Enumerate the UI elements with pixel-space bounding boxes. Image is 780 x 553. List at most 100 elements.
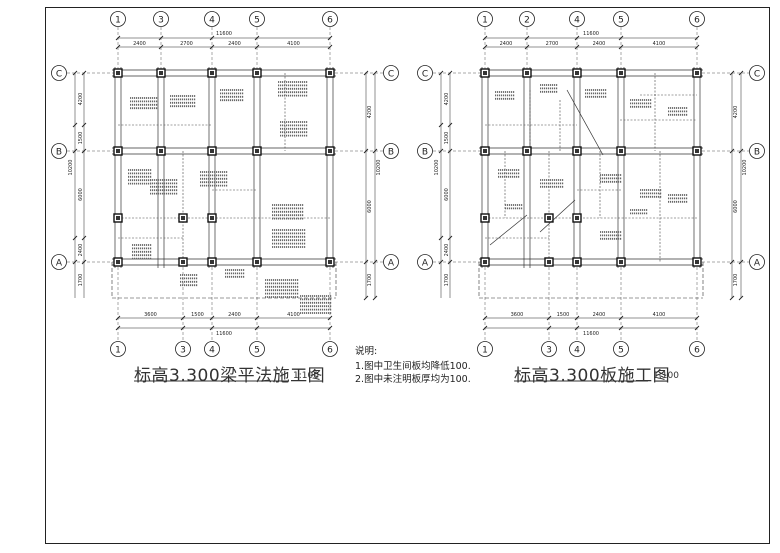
dim-tick: [694, 44, 700, 50]
right-top-axis-6-label: 6: [694, 15, 700, 25]
dim-tick: [482, 44, 488, 50]
right-right-axis-C-label: C: [754, 69, 760, 79]
dim-tick: [254, 315, 260, 321]
right-right-axis-C: [749, 65, 765, 81]
left-top-axis-6: [322, 11, 338, 27]
dim-tick: [209, 315, 215, 321]
dim-tick: [81, 122, 87, 128]
column-core: [210, 149, 214, 153]
dim-tick: [447, 235, 453, 241]
column-core: [255, 71, 259, 75]
column-core: [181, 216, 185, 220]
dim-tick: [618, 35, 624, 41]
right-top-axis-1: [477, 11, 493, 27]
dim-tick: [574, 325, 580, 331]
left-right-axis-A-label: A: [388, 258, 395, 268]
dim-tick: [482, 315, 488, 321]
column-core: [255, 260, 259, 264]
right-bottom-total: 11600: [583, 331, 599, 337]
right-left-axis-C: [417, 65, 433, 81]
column-core: [159, 71, 163, 75]
dim-tick: [738, 148, 744, 154]
dim-tick: [72, 70, 78, 76]
right-bottom-axis-5-label: 5: [618, 345, 624, 355]
dim-tick: [81, 148, 87, 154]
column-core: [328, 260, 332, 264]
dim-tick: [482, 325, 488, 331]
right-top-axis-4: [569, 11, 585, 27]
right-right-dim: 4200: [733, 106, 739, 119]
column-core: [483, 216, 487, 220]
column-core: [547, 260, 551, 264]
right-bottom-axis-4: [569, 341, 585, 357]
left-top-axis-1-label: 1: [115, 15, 121, 25]
rebar-diagonal: [539, 199, 576, 233]
right-top-axis-5-label: 5: [618, 15, 624, 25]
left-bottom-axis-3-label: 3: [180, 345, 186, 355]
dim-tick: [618, 44, 624, 50]
dim-tick: [327, 35, 333, 41]
column-core: [575, 216, 579, 220]
column-core: [159, 149, 163, 153]
left-left-axis-C-label: C: [56, 69, 62, 79]
column-core: [116, 149, 120, 153]
dim-tick: [158, 35, 164, 41]
left-left-dim: 2400: [78, 244, 84, 257]
right-right-dim: 6000: [733, 200, 739, 213]
right-top-axis-4-label: 4: [574, 15, 580, 25]
right-right-axis-A: [749, 254, 765, 270]
left-top-axis-5: [249, 11, 265, 27]
column-core: [695, 71, 699, 75]
right-left-total: 10200: [434, 160, 440, 176]
column-core: [575, 260, 579, 264]
right-left-axis-C-label: C: [422, 69, 428, 79]
dim-tick: [180, 315, 186, 321]
dim-tick: [524, 44, 530, 50]
dim-tick: [372, 70, 378, 76]
column-core: [255, 149, 259, 153]
dim-tick: [482, 35, 488, 41]
right-bottom-dim: 4100: [653, 312, 666, 318]
dim-tick: [81, 70, 87, 76]
column-core: [210, 71, 214, 75]
column-core: [619, 260, 623, 264]
dim-tick: [729, 148, 735, 154]
left-left-dim: 6000: [78, 188, 84, 201]
dim-tick: [115, 44, 121, 50]
left-bottom-axis-5-label: 5: [254, 345, 260, 355]
dim-tick: [115, 315, 121, 321]
dim-tick: [438, 148, 444, 154]
right-right-total: 10200: [742, 160, 748, 176]
left-left-axis-A: [51, 254, 67, 270]
column-core: [525, 149, 529, 153]
dim-tick: [618, 325, 624, 331]
left-top-axis-5-label: 5: [254, 15, 260, 25]
rebar-diagonal: [566, 89, 604, 156]
left-plan-title: 标高3.300梁平法施工图: [134, 366, 326, 386]
dim-tick: [738, 70, 744, 76]
left-right-axis-B-label: B: [388, 147, 394, 157]
dim-tick: [81, 259, 87, 265]
dim-tick: [363, 259, 369, 265]
right-top-axis-1-label: 1: [482, 15, 488, 25]
right-right-axis-A-label: A: [754, 258, 761, 268]
right-top-dim: 4100: [653, 41, 666, 47]
dim-tick: [574, 35, 580, 41]
dim-tick: [546, 325, 552, 331]
dim-tick: [372, 259, 378, 265]
left-left-axis-B-label: B: [56, 147, 62, 157]
left-bottom-axis-4-label: 4: [209, 345, 215, 355]
column-core: [116, 260, 120, 264]
right-bottom-dim: 2400: [593, 312, 606, 318]
left-top-axis-3-label: 3: [158, 15, 164, 25]
left-top-axis-1: [110, 11, 126, 27]
left-top-dim: 2400: [228, 41, 241, 47]
dim-tick: [694, 325, 700, 331]
column-core: [210, 260, 214, 264]
right-bottom-dim: 1500: [557, 312, 570, 318]
left-bottom-dim: 1500: [191, 312, 204, 318]
dim-tick: [327, 325, 333, 331]
left-right-axis-C-label: C: [388, 69, 394, 79]
dim-tick: [209, 35, 215, 41]
right-bottom-axis-3: [541, 341, 557, 357]
